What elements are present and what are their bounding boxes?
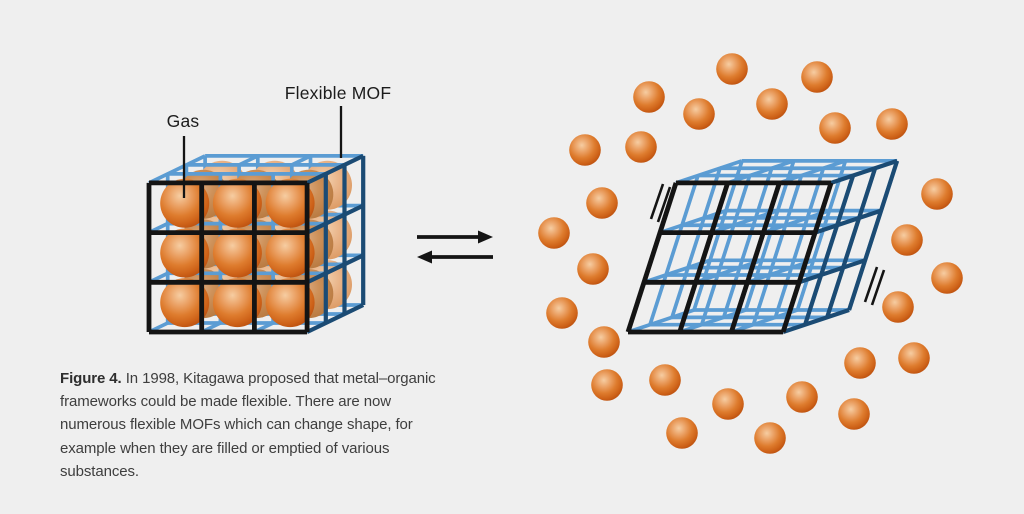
figure-caption: Figure 4. In 1998, Kitagawa proposed tha…: [60, 367, 490, 483]
caption-line: substances.: [60, 462, 139, 480]
figure-number: Figure 4.: [60, 370, 122, 387]
gas-molecule: [844, 347, 876, 379]
gas-molecule: [625, 131, 657, 163]
gas-molecule: [546, 297, 578, 329]
filled-mof-lattice: [146, 154, 366, 335]
flexible-mof-label: Flexible MOF: [284, 83, 392, 103]
gas-molecule: [569, 134, 601, 166]
gas-molecule: [712, 388, 744, 420]
gas-molecule: [838, 398, 870, 430]
gas-molecule: [588, 326, 620, 358]
gas-molecule: [876, 108, 908, 140]
label-pointer-lines: [182, 106, 343, 198]
gas-sphere-ring: [538, 53, 963, 454]
gas-molecule: [591, 369, 623, 401]
gas-molecule: [931, 262, 963, 294]
caption-line: frameworks could be made flexible. There…: [60, 393, 391, 411]
gas-molecule: [921, 178, 953, 210]
gas-molecule: [683, 98, 715, 130]
caption-line: Figure 4. In 1998, Kitagawa proposed tha…: [60, 367, 490, 390]
caption-text: In 1998, Kitagawa proposed that metal–or…: [125, 370, 436, 387]
gas-molecule: [649, 364, 681, 396]
gas-molecule: [756, 88, 788, 120]
gas-molecule: [898, 342, 930, 374]
gas-molecule: [577, 253, 609, 285]
gas-molecule: [538, 217, 570, 249]
gas-molecule: [586, 187, 618, 219]
gas-molecule: [801, 61, 833, 93]
empty-mof-lattice: [625, 158, 900, 335]
gas-molecule: [786, 381, 818, 413]
gas-molecule: [666, 417, 698, 449]
gas-molecule: [754, 422, 786, 454]
gas-molecule: [882, 291, 914, 323]
equilibrium-arrows: [417, 230, 493, 264]
caption-line: example when they are filled or emptied …: [60, 439, 390, 457]
caption-line: numerous flexible MOFs which can change …: [60, 416, 413, 434]
gas-molecule: [716, 53, 748, 85]
gas-molecule: [819, 112, 851, 144]
gas-molecule: [891, 224, 923, 256]
gas-molecule: [633, 81, 665, 113]
gas-label: Gas: [166, 111, 200, 131]
shear-marks: [649, 183, 886, 306]
